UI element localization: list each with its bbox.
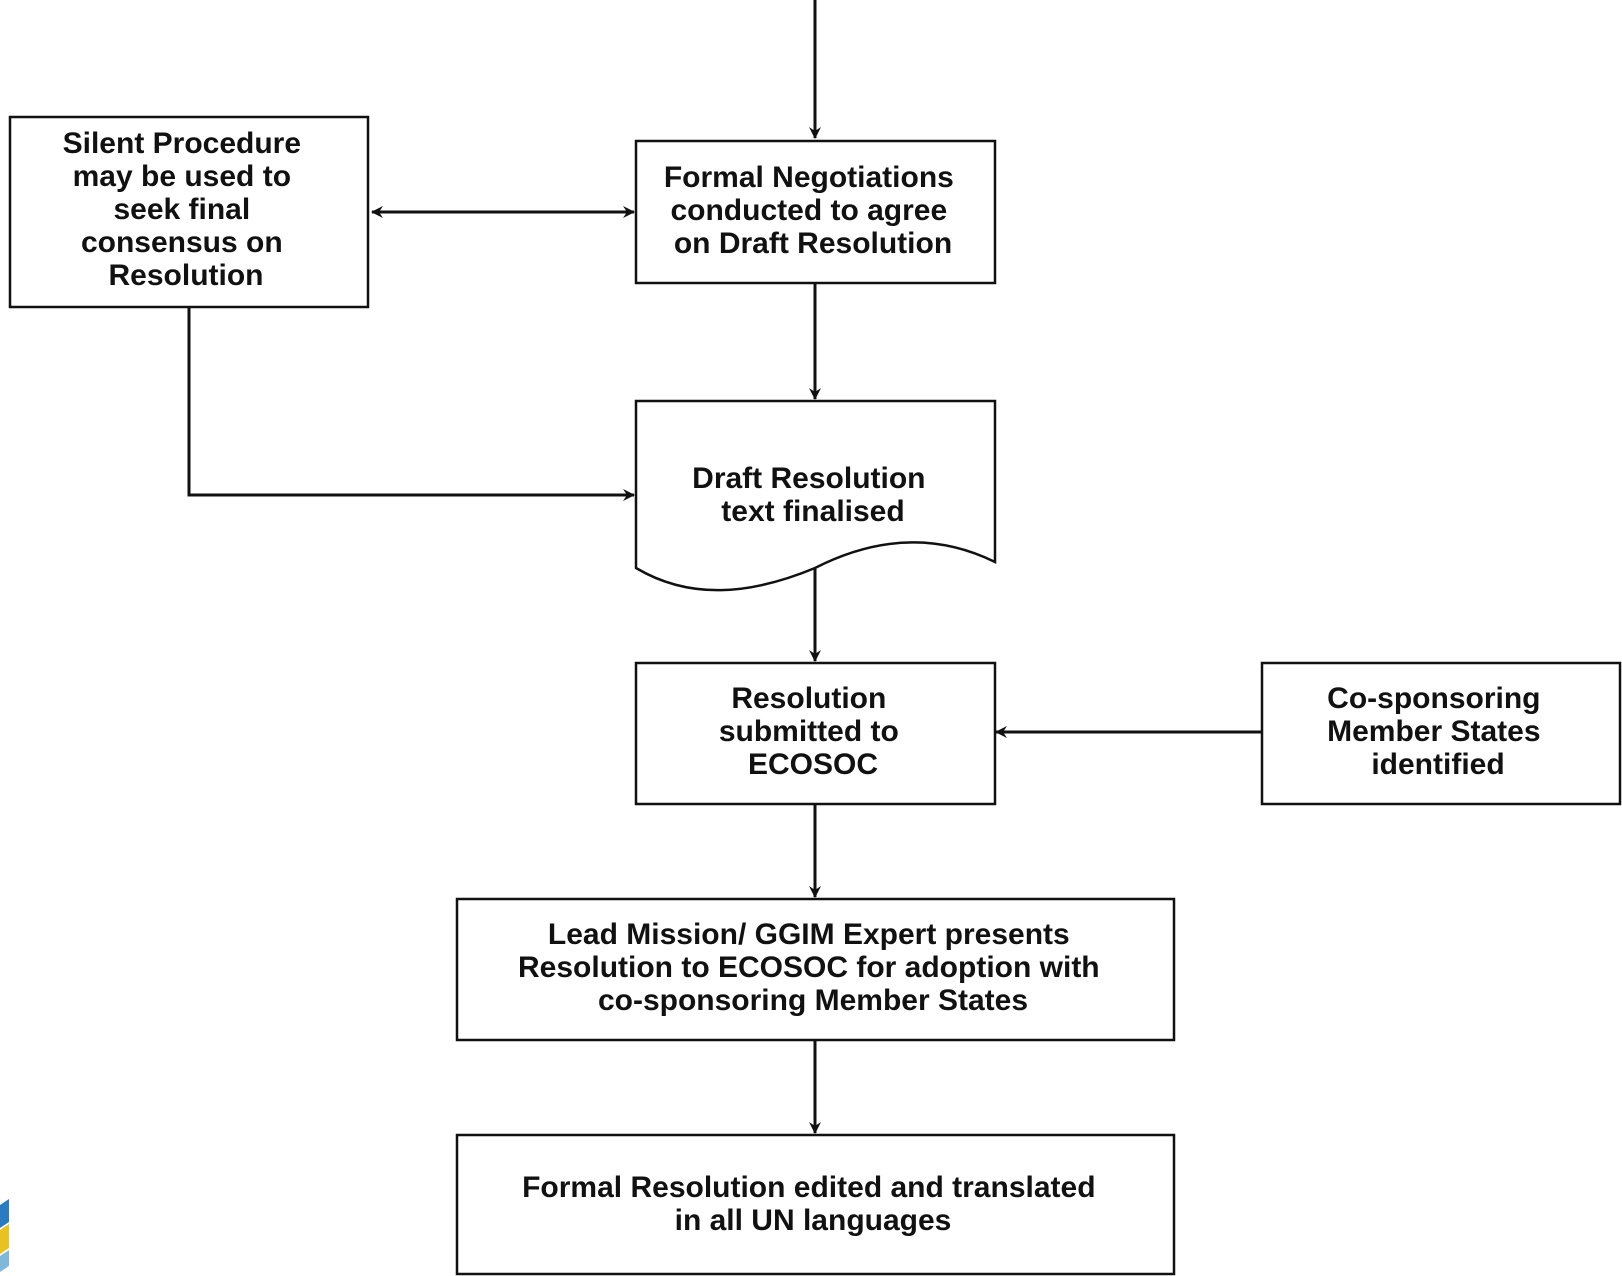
lead-mission-line: Lead Mission/ GGIM Expert presents	[548, 918, 1070, 951]
logo-fragment-icon	[0, 1199, 9, 1272]
formal-resolution-line: Formal Resolution edited and translated	[522, 1171, 1095, 1204]
formal-negotiations-box: Formal Negotiations conducted to agree o…	[634, 139, 997, 285]
resolution-submitted-line: ECOSOC	[748, 748, 878, 781]
co-sponsoring-line: Co-sponsoring	[1327, 682, 1540, 715]
silent-procedure-line: Resolution	[109, 259, 264, 292]
lead-mission-line: co-sponsoring Member States	[598, 984, 1028, 1017]
co-sponsoring-box: Co-sponsoring Member States identified	[1260, 661, 1622, 806]
silent-procedure-box: Silent Procedure may be used to seek fin…	[8, 115, 370, 309]
silent-procedure-line: may be used to	[73, 160, 291, 193]
draft-resolution-label: Draft Resolution text finalised	[692, 462, 934, 528]
co-sponsoring-label: Co-sponsoring Member States identified	[1327, 682, 1549, 781]
resolution-submitted-line: submitted to	[719, 715, 899, 748]
resolution-submitted-label: Resolution submitted to ECOSOC	[719, 682, 907, 781]
silent-procedure-line: consensus on	[81, 226, 283, 259]
formal-resolution-line: in all UN languages	[675, 1204, 952, 1237]
formal-resolution-label: Formal Resolution edited and translated …	[522, 1171, 1104, 1237]
draft-resolution-line: text finalised	[721, 495, 904, 528]
formal-negotiations-line: on Draft Resolution	[674, 227, 952, 260]
formal-resolution-box: Formal Resolution edited and translated …	[455, 1133, 1176, 1276]
formal-negotiations-line: Formal Negotiations	[664, 161, 954, 194]
lead-mission-line: Resolution to ECOSOC for adoption with	[518, 951, 1100, 984]
co-sponsoring-line: identified	[1371, 748, 1504, 781]
resolution-submitted-line: Resolution	[731, 682, 886, 715]
silent-procedure-line: seek final	[113, 193, 250, 226]
resolution-submitted-box: Resolution submitted to ECOSOC	[634, 661, 997, 806]
formal-negotiations-line: conducted to agree	[670, 194, 947, 227]
formal-negotiations-label: Formal Negotiations conducted to agree o…	[664, 161, 962, 260]
lead-mission-label: Lead Mission/ GGIM Expert presents Resol…	[518, 918, 1108, 1017]
lead-mission-box: Lead Mission/ GGIM Expert presents Resol…	[455, 897, 1176, 1042]
co-sponsoring-line: Member States	[1327, 715, 1540, 748]
draft-resolution-document: Draft Resolution text finalised	[634, 399, 997, 592]
silent-procedure-label: Silent Procedure may be used to seek fin…	[63, 127, 310, 292]
silent-procedure-line: Silent Procedure	[63, 127, 301, 160]
silent-to-draft-arrow	[187, 307, 635, 501]
draft-resolution-line: Draft Resolution	[692, 462, 925, 495]
